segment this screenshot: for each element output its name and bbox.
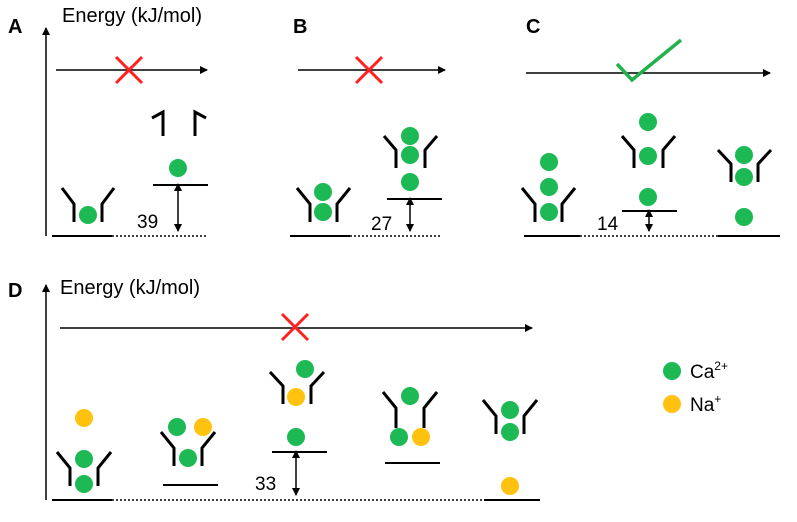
panel-letter-c: C — [526, 16, 540, 38]
selectivity-filter-left — [55, 451, 72, 486]
ca-ion — [314, 183, 332, 201]
ca-ion — [179, 449, 197, 467]
check-icon — [615, 38, 683, 83]
selectivity-filter-right — [335, 187, 352, 222]
state-d-5 — [481, 399, 540, 501]
panel-letter-b: B — [293, 16, 307, 38]
na-ion — [663, 395, 681, 413]
state-a-2 — [151, 109, 208, 186]
ca-ion — [169, 159, 187, 177]
ca-ion — [401, 387, 419, 405]
axis-title-a: Energy (kJ/mol) — [62, 5, 202, 27]
selectivity-filter-right — [200, 431, 217, 466]
na-ion — [412, 428, 430, 446]
selectivity-filter-right — [422, 391, 439, 428]
ca-ion — [735, 146, 753, 164]
ca-ion — [639, 147, 657, 165]
ca-ion — [168, 418, 186, 436]
cross-icon — [280, 312, 310, 342]
selectivity-filter-right — [193, 109, 207, 136]
state-b-1 — [290, 183, 352, 237]
ca-ion — [735, 208, 753, 226]
legend-ion-na: Na — [690, 395, 715, 416]
selectivity-filter-right — [756, 148, 773, 182]
energy-gap-b: 27 — [371, 214, 392, 235]
selectivity-filter-left — [159, 431, 176, 466]
ca-ion — [390, 428, 408, 446]
panel-letter-d: D — [8, 280, 22, 302]
selectivity-filter-left — [620, 135, 636, 168]
selectivity-filter-right — [100, 187, 116, 222]
cross-icon — [354, 55, 384, 85]
panel-letter-a: A — [8, 16, 22, 38]
selectivity-filter-left — [60, 187, 76, 222]
ca-ion — [639, 188, 657, 206]
selectivity-filter-left — [381, 391, 398, 428]
ca-ion — [296, 360, 314, 378]
cross-icon — [114, 55, 144, 85]
state-c-2 — [620, 113, 677, 212]
energy-gap-d: 33 — [255, 474, 276, 495]
ca-ion — [735, 168, 753, 186]
ca-ion — [663, 362, 681, 380]
selectivity-filter-right — [423, 135, 439, 168]
selectivity-filter-right — [309, 370, 326, 404]
ca-ion — [314, 203, 332, 221]
legend-item-ca: Ca2+ — [663, 359, 728, 383]
panel-a: A Energy (kJ/mol) 39 — [8, 5, 208, 237]
selectivity-filter-right — [560, 187, 577, 222]
selectivity-filter-left — [268, 370, 285, 404]
ca-ion — [75, 475, 93, 493]
selectivity-filter-left — [151, 109, 165, 136]
state-a-1 — [52, 187, 116, 237]
selectivity-filter-left — [716, 148, 733, 182]
ca-ion — [401, 146, 419, 164]
ca-ion — [540, 178, 558, 196]
na-ion — [75, 409, 93, 427]
legend-label-ca: Ca2+ — [690, 359, 728, 383]
selectivity-filter-left — [295, 187, 312, 222]
legend: Ca2+ Na+ — [663, 359, 728, 416]
legend-ion-ca: Ca — [690, 362, 715, 383]
legend-label-na: Na+ — [690, 392, 721, 416]
selectivity-filter-left — [382, 135, 398, 168]
ca-ion — [79, 206, 97, 224]
ca-ion — [540, 153, 558, 171]
energy-gap-c: 14 — [597, 214, 619, 235]
legend-charge-ca: 2+ — [714, 359, 728, 373]
state-c-3 — [716, 146, 780, 237]
ca-ion — [501, 401, 519, 419]
ca-ion — [501, 423, 519, 441]
legend-charge-na: + — [714, 392, 721, 406]
state-b-2 — [382, 127, 442, 200]
na-ion — [287, 388, 305, 406]
selectivity-filter-left — [520, 187, 537, 222]
panel-d: D Energy (kJ/mol) — [8, 277, 540, 501]
legend-item-na: Na+ — [663, 392, 721, 416]
na-ion — [194, 418, 212, 436]
panel-c: C 14 — [520, 16, 780, 237]
ca-ion — [75, 450, 93, 468]
ca-ion — [401, 173, 419, 191]
selectivity-filter-right — [661, 135, 677, 168]
state-d-1 — [52, 409, 113, 501]
state-d-3 — [268, 360, 327, 453]
selectivity-filter-right — [96, 451, 113, 486]
ca-ion — [639, 113, 657, 131]
panel-b: B 27 — [290, 16, 446, 237]
state-d-4 — [381, 387, 440, 464]
selectivity-filter-right — [522, 399, 539, 434]
state-c-1 — [520, 153, 580, 237]
selectivity-filter-left — [481, 399, 498, 434]
state-d-2 — [159, 418, 218, 486]
ca-ion — [540, 203, 558, 221]
ca-ion — [401, 127, 419, 145]
axis-title-d: Energy (kJ/mol) — [60, 277, 200, 299]
na-ion — [501, 477, 519, 495]
energy-gap-a: 39 — [137, 212, 158, 233]
ca-ion — [287, 428, 305, 446]
